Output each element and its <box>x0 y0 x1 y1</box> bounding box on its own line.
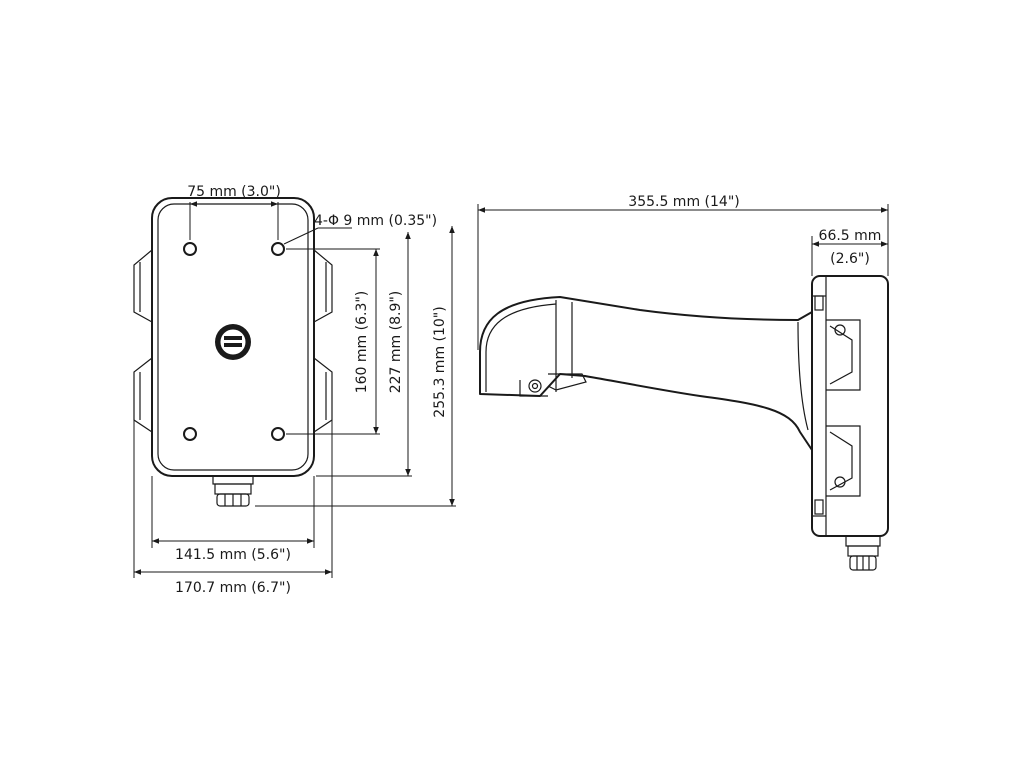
center-cable-port <box>215 324 251 360</box>
side-view: 355.5 mm (14") 66.5 mm (2.6") <box>477 194 889 571</box>
dim-body-width-label: 141.5 mm (5.6") <box>175 547 291 563</box>
mounting-hole-top-left <box>183 242 197 256</box>
dim-arm-length-label: 355.5 mm (14") <box>628 194 739 210</box>
dim-total-height: 255.3 mm (10") <box>255 226 456 507</box>
dim-total-width-label: 170.7 mm (6.7") <box>175 580 291 596</box>
dim-hole-diameter-label: 4-Φ 9 mm (0.35") <box>314 213 437 229</box>
dim-hole-diameter: 4-Φ 9 mm (0.35") <box>283 213 437 245</box>
dim-body-width: 141.5 mm (5.6") <box>151 476 315 563</box>
mounting-hole-bottom-right <box>271 427 285 441</box>
dim-body-height: 227 mm (8.9") <box>316 232 412 477</box>
dim-hole-spacing-h-label: 75 mm (3.0") <box>187 184 281 200</box>
dim-body-height-label: 227 mm (8.9") <box>388 291 404 394</box>
right-wing <box>313 249 333 433</box>
dim-total-height-label: 255.3 mm (10") <box>432 306 448 417</box>
dim-hole-spacing-vertical: 160 mm (6.3") <box>286 248 380 435</box>
mounting-hole-top-right <box>271 242 285 256</box>
dim-total-width: 170.7 mm (6.7") <box>133 420 333 596</box>
dim-hole-spacing-horizontal: 75 mm (3.0") <box>187 184 281 240</box>
dim-depth-label-line1: 66.5 mm <box>819 228 882 244</box>
left-wing <box>133 249 153 433</box>
front-cable-gland <box>212 475 254 507</box>
dim-box-depth: 66.5 mm (2.6") <box>811 228 888 276</box>
mounting-hole-bottom-left <box>183 427 197 441</box>
front-view: 75 mm (3.0") 4-Φ 9 mm (0.35") 160 mm (6.… <box>133 184 456 596</box>
side-cable-gland <box>845 535 881 571</box>
bracket-arm <box>479 296 813 451</box>
dim-arm-length: 355.5 mm (14") <box>477 194 889 350</box>
dim-hole-spacing-v-label: 160 mm (6.3") <box>354 291 370 394</box>
dim-depth-label-line2: (2.6") <box>830 251 870 267</box>
side-junction-box <box>811 275 889 537</box>
